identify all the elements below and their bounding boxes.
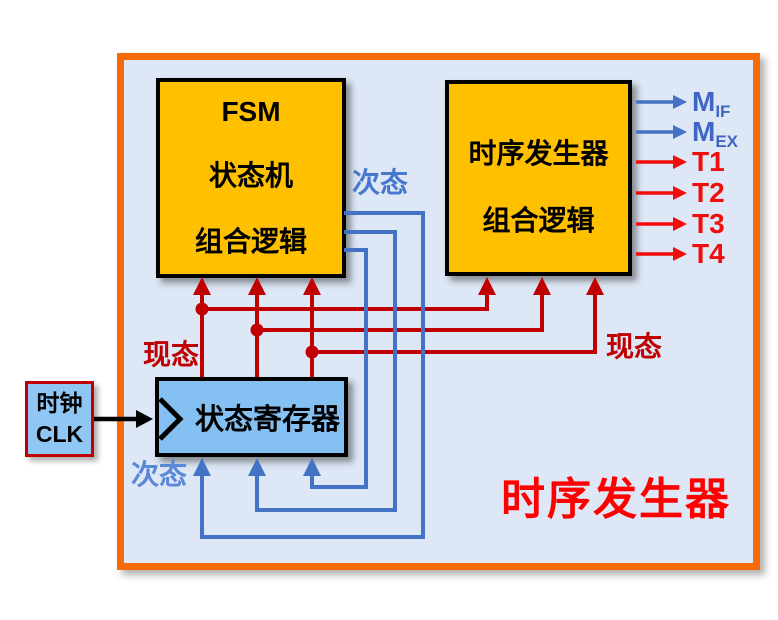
output-label-t4: T4 xyxy=(692,237,725,271)
timing-label-line2: 组合逻辑 xyxy=(482,204,595,236)
timing-label-line1: 时序发生器 xyxy=(468,137,609,169)
state-register-label: 状态寄存器 xyxy=(194,404,340,436)
fsm-label-line3: 组合逻辑 xyxy=(194,226,307,257)
output-mif-base: M xyxy=(692,86,716,117)
output-label-t2: T2 xyxy=(692,176,725,210)
fsm-logic-block: FSM 状态机 组合逻辑 xyxy=(156,78,346,278)
clock-source-block: 时钟 CLK xyxy=(25,381,94,457)
output-mex-sub: EX xyxy=(715,132,739,151)
output-t1-base: T1 xyxy=(692,146,725,177)
clock-label-line1: 时钟 xyxy=(36,389,83,416)
clock-label-line2: CLK xyxy=(35,421,84,447)
output-t4-base: T4 xyxy=(692,238,725,269)
output-label-t3: T3 xyxy=(692,207,725,241)
output-t3-base: T3 xyxy=(692,208,725,239)
output-mif-sub: IF xyxy=(715,102,731,121)
output-t2-base: T2 xyxy=(692,177,725,208)
diagram-title: 时序发生器 xyxy=(501,475,731,524)
fsm-label-line2: 状态机 xyxy=(208,160,293,191)
timing-logic-block: 时序发生器 组合逻辑 xyxy=(445,80,632,276)
output-label-t1: T1 xyxy=(692,145,725,179)
output-label-mif: MIF xyxy=(692,85,731,121)
current-state-label-left: 现态 xyxy=(143,339,200,370)
state-register-block: 状态寄存器 xyxy=(155,377,348,457)
fsm-label-line1: FSM xyxy=(221,96,281,127)
output-mex-base: M xyxy=(692,116,716,147)
next-state-label-bottom: 次态 xyxy=(131,459,188,490)
next-state-label-top: 次态 xyxy=(352,167,409,198)
output-label-mex: MEX xyxy=(692,115,739,151)
current-state-label-right: 现态 xyxy=(606,331,663,362)
